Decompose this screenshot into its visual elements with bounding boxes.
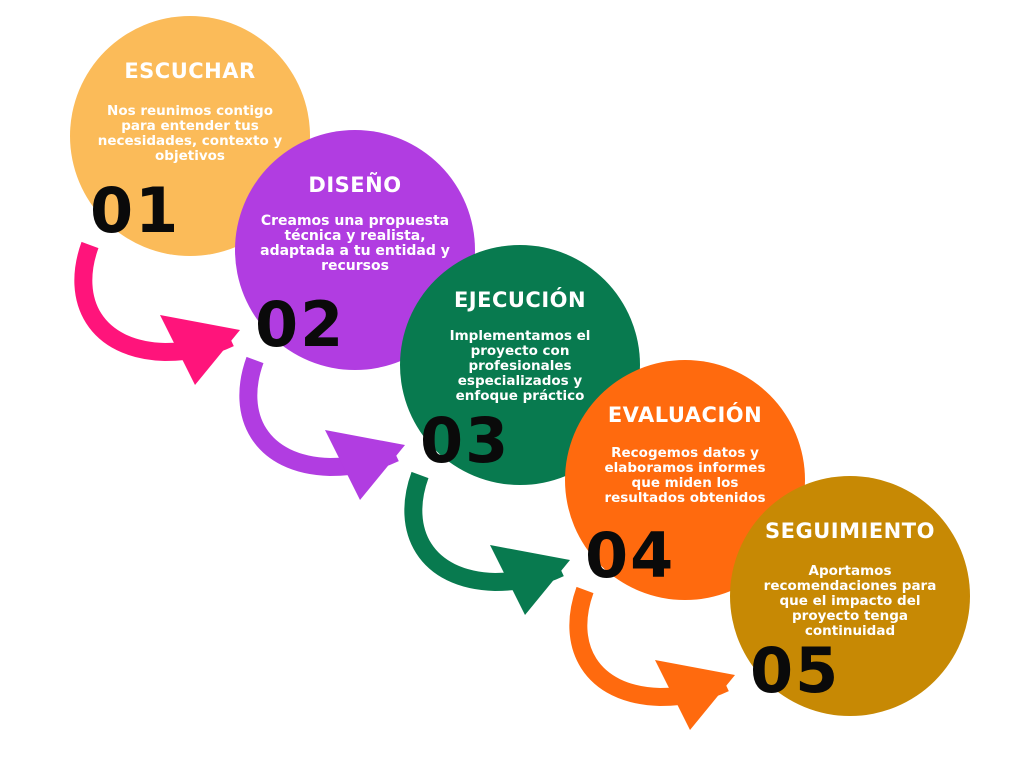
step-description: Recogemos datos y elaboramos informes qu… <box>604 445 766 506</box>
step-description: Aportamos recomendaciones para que el im… <box>763 563 937 639</box>
step-escuchar: ESCUCHAR Nos reunimos contigo para enten… <box>70 16 310 256</box>
step-description: Nos reunimos contigo para entender tus n… <box>97 103 283 164</box>
step-title: SEGUIMIENTO <box>765 519 935 543</box>
step-seguimiento: SEGUIMIENTO Aportamos recomendaciones pa… <box>730 476 970 716</box>
step-description: Implementamos el proyecto con profesiona… <box>449 328 591 404</box>
step-number-05: 05 <box>750 634 841 707</box>
step-title: ESCUCHAR <box>124 59 256 83</box>
step-title: DISEÑO <box>308 173 402 197</box>
step-number-02: 02 <box>255 288 346 361</box>
step-number-01: 01 <box>90 174 181 247</box>
step-number-04: 04 <box>585 519 676 592</box>
step-title: EVALUACIÓN <box>607 403 763 427</box>
step-description: Creamos una propuesta técnica y realista… <box>260 213 450 274</box>
step-number-03: 03 <box>420 404 511 477</box>
step-title: EJECUCIÓN <box>453 288 587 312</box>
step-ejecucion: EJECUCIÓN Implementamos el proyecto con … <box>400 245 640 485</box>
